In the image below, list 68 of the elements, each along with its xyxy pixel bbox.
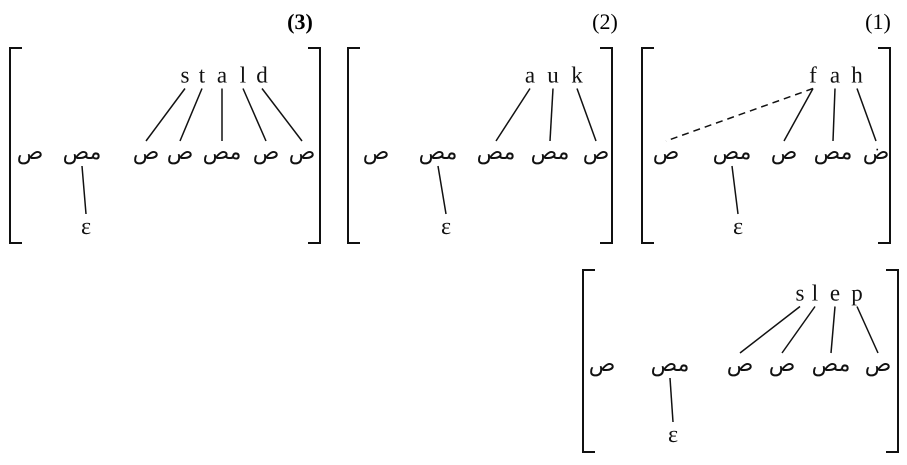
skeleton-slot: ص [652, 142, 680, 164]
skeleton-slot: ص [768, 354, 796, 376]
skeleton-slot: ص [864, 354, 892, 376]
association-line [221, 88, 223, 141]
skeleton-slot: ص [132, 142, 160, 164]
skeleton-slot: مص [202, 142, 242, 164]
skeleton-slot: مص [476, 142, 516, 164]
phoneme-letter: u [547, 64, 559, 86]
phoneme-letter: l [812, 282, 818, 304]
epsilon-symbol: ε [80, 215, 92, 239]
panel-number: (1) [865, 11, 891, 33]
bracket-frame [583, 270, 898, 452]
skeleton-slot: ص [588, 354, 616, 376]
skeleton-slot: ص [16, 142, 44, 164]
panel-number: (2) [592, 11, 618, 33]
skeleton-slot: مص [712, 142, 752, 164]
association-line [261, 88, 303, 142]
association-line [495, 88, 531, 142]
phoneme-letter: s [180, 64, 190, 86]
panel-number: (3) [287, 11, 313, 33]
phoneme-letter: t [198, 64, 206, 86]
association-line [576, 88, 597, 142]
skeleton-slot: ص [726, 354, 754, 376]
bracket-frame [642, 48, 890, 243]
phoneme-letter: k [571, 64, 583, 86]
association-line [437, 166, 447, 214]
skeleton-slot: ص [362, 142, 390, 164]
association-line [179, 88, 203, 142]
phoneme-letter: e [830, 282, 840, 304]
epsilon-symbol: ε [732, 215, 744, 239]
phoneme-letter: s [796, 282, 804, 304]
association-line [669, 378, 674, 422]
phoneme-letter: f [809, 64, 817, 86]
skeleton-slot: ص [770, 142, 798, 164]
association-line [81, 166, 87, 214]
skeleton-slot: مص [62, 142, 102, 164]
phoneme-letter: a [830, 64, 840, 86]
skeleton-slot: مص [650, 354, 690, 376]
phoneme-letter: p [851, 282, 863, 304]
association-line [731, 166, 739, 214]
epsilon-symbol: ε [668, 423, 678, 447]
association-line [856, 88, 877, 142]
phoneme-letter: l [240, 64, 246, 86]
phoneme-letter: a [216, 64, 228, 86]
association-line [740, 306, 800, 354]
association-line [856, 306, 879, 354]
skeleton-slot: ض [862, 142, 890, 164]
skeleton-slot: مص [814, 142, 852, 164]
skeleton-slot: مص [812, 354, 850, 376]
epsilon-symbol: ε [440, 215, 452, 239]
association-line [145, 88, 186, 142]
phoneme-letter: d [256, 64, 268, 86]
skeleton-slot: مص [530, 142, 570, 164]
bracket-frame [10, 48, 320, 243]
association-line [549, 88, 554, 142]
skeleton-slot: ص [166, 142, 194, 164]
skeleton-slot: مص [418, 142, 458, 164]
association-line [832, 88, 836, 142]
association-line [781, 306, 816, 354]
skeleton-slot: ص [288, 142, 316, 164]
association-line [830, 306, 836, 354]
skeleton-slot: ص [252, 142, 280, 164]
association-line [783, 88, 814, 142]
association-line [242, 88, 267, 142]
bracket-frame [348, 48, 612, 243]
phoneme-letter: a [524, 64, 536, 86]
phoneme-letter: h [851, 64, 863, 86]
skeleton-slot: ص [582, 142, 610, 164]
